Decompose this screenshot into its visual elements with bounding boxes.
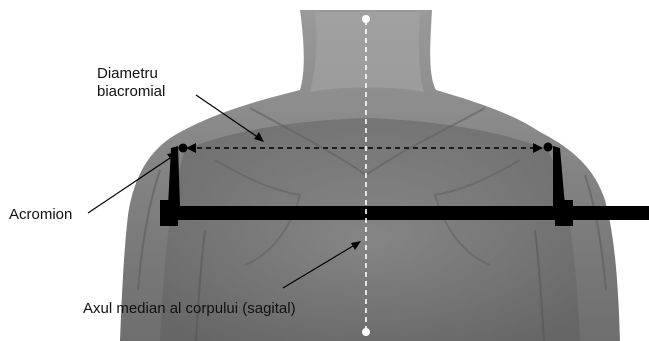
median-axis-bottom-point xyxy=(362,328,370,336)
label-diameter-line2: biacromial xyxy=(97,83,165,100)
acromion-right-point xyxy=(544,143,553,152)
acromion-left-point xyxy=(179,144,188,153)
label-diameter-line1: Diametru xyxy=(97,65,158,82)
label-acromion: Acromion xyxy=(9,206,72,223)
caliper-bar xyxy=(160,206,649,220)
label-median-axis: Axul median al corpului (sagital) xyxy=(83,300,296,317)
median-axis-top-point xyxy=(362,15,370,23)
neck-shading xyxy=(310,12,424,92)
